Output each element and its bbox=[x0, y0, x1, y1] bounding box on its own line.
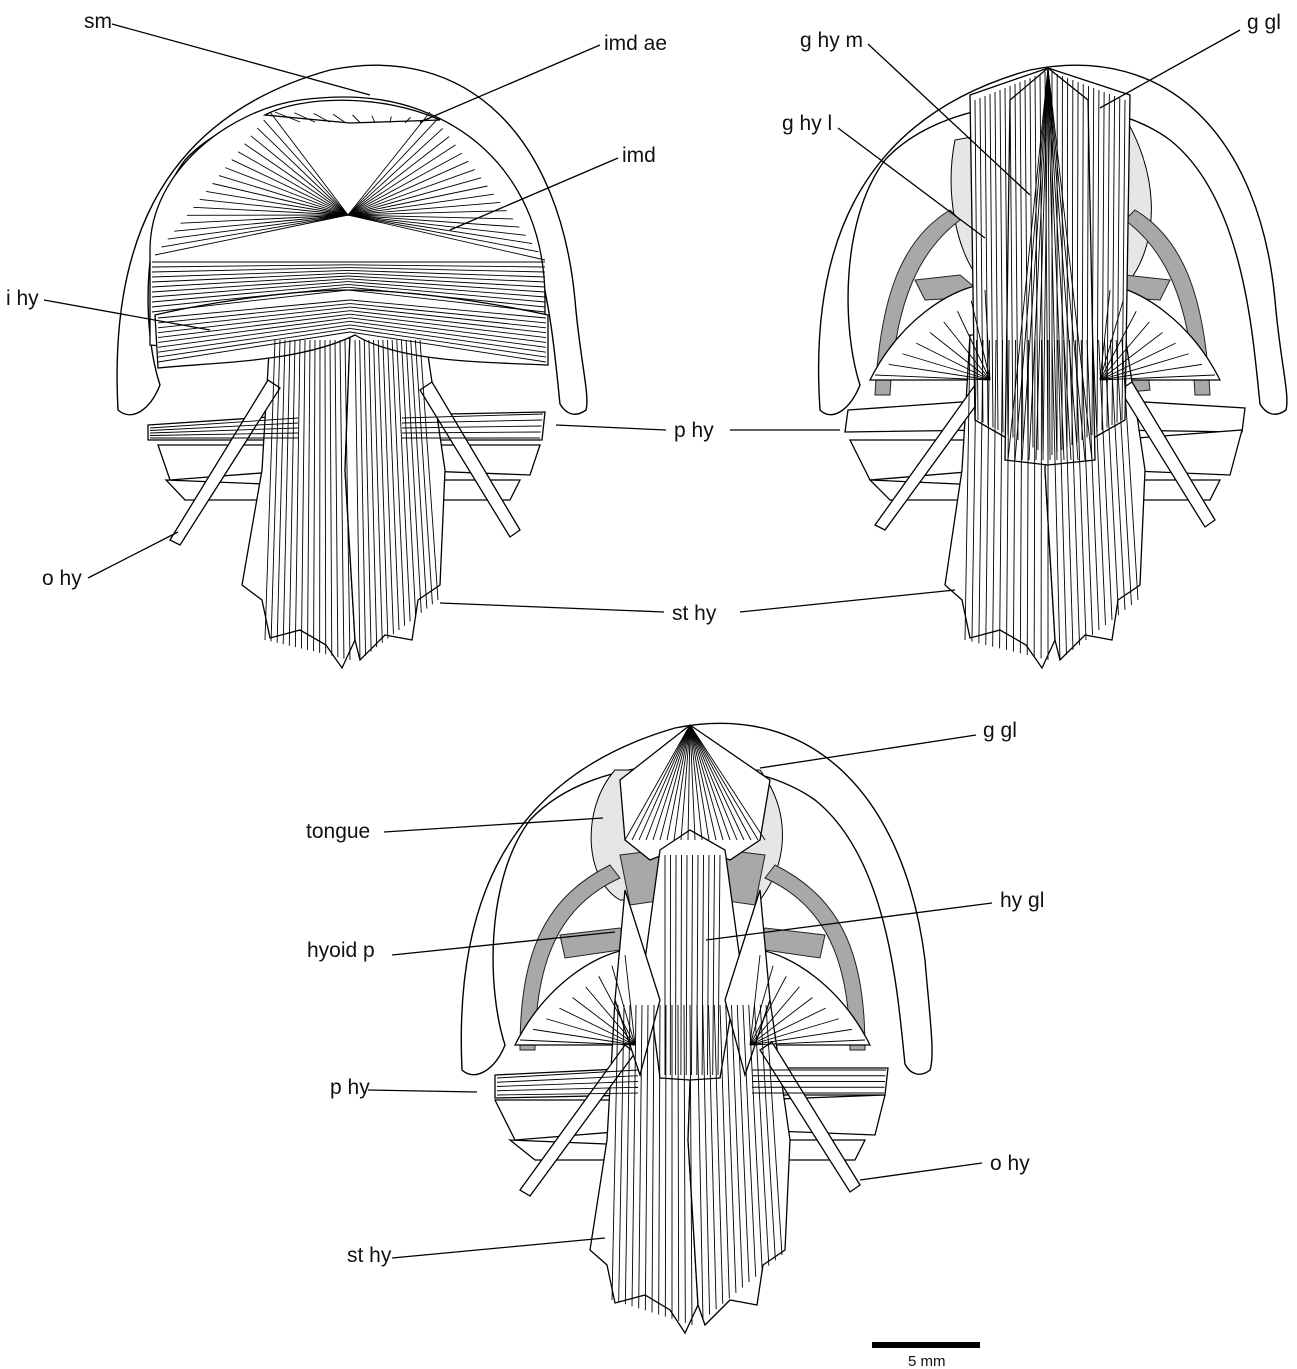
label-o-hy-bottom: o hy bbox=[860, 1152, 1030, 1180]
label-text-g-hy-l: g hy l bbox=[782, 112, 832, 135]
muscle-fiber bbox=[681, 855, 682, 1075]
panel-top-left bbox=[117, 65, 587, 668]
label-text-tongue: tongue bbox=[306, 820, 370, 843]
label-text-hy-gl: hy gl bbox=[1000, 889, 1044, 912]
scale-bar-label: 5 mm bbox=[908, 1353, 946, 1369]
label-text-st-hy: st hy bbox=[672, 602, 717, 625]
label-tongue: tongue bbox=[306, 818, 603, 843]
label-text-p-hy: p hy bbox=[674, 419, 714, 442]
label-text-g-hy-m: g hy m bbox=[800, 29, 863, 52]
label-o-hy-top: o hy bbox=[42, 532, 178, 590]
label-text-hyoid-p: hyoid p bbox=[307, 939, 375, 962]
label-text-sm: sm bbox=[84, 10, 112, 33]
leader-line bbox=[740, 590, 955, 612]
label-text-st-hy: st hy bbox=[347, 1244, 392, 1267]
leader-line bbox=[368, 1090, 477, 1092]
label-text-g-gl: g gl bbox=[983, 719, 1017, 742]
leader-line bbox=[556, 425, 666, 430]
label-st-hy-bottom: st hy bbox=[347, 1238, 605, 1267]
label-p-hy-top: p hy bbox=[556, 419, 840, 442]
label-g-gl-top: g gl bbox=[1100, 11, 1281, 108]
label-text-imd: imd bbox=[622, 144, 656, 167]
leader-line bbox=[384, 818, 603, 832]
label-p-hy-bottom: p hy bbox=[330, 1076, 477, 1099]
label-text-g-gl: g gl bbox=[1247, 11, 1281, 34]
label-text-p-hy: p hy bbox=[330, 1076, 370, 1099]
leader-line bbox=[88, 532, 178, 578]
leader-line bbox=[440, 603, 664, 612]
scale-bar-line bbox=[872, 1342, 980, 1348]
label-text-i-hy: i hy bbox=[6, 287, 39, 310]
leader-line bbox=[112, 24, 370, 95]
scale-bar: 5 mm bbox=[872, 1342, 980, 1369]
label-text-o-hy: o hy bbox=[990, 1152, 1030, 1175]
leader-line bbox=[706, 903, 992, 940]
label-text-imd-ae: imd ae bbox=[604, 32, 667, 55]
label-text-o-hy: o hy bbox=[42, 567, 82, 590]
leader-line bbox=[860, 1163, 982, 1180]
leader-line bbox=[392, 1238, 605, 1258]
label-st-hy-top: st hy bbox=[440, 590, 955, 625]
